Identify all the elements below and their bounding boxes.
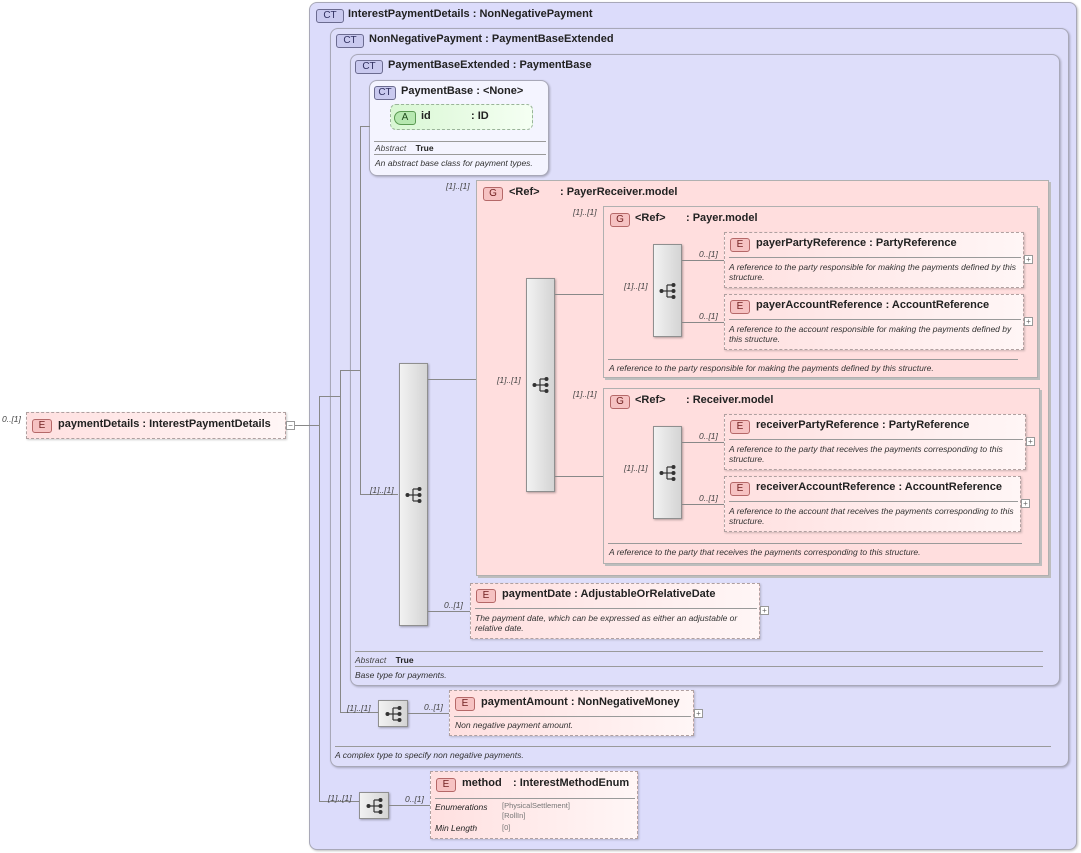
group-payer-doc: A reference to the party responsible for… xyxy=(609,363,934,373)
attribute-id-name: id xyxy=(421,110,431,122)
group-receiver-type: : Receiver.model xyxy=(686,394,774,406)
expand-button[interactable]: + xyxy=(760,606,769,615)
element-icon: E xyxy=(436,778,456,792)
complex-type-icon: CT xyxy=(374,86,396,100)
ct-interest-title: InterestPaymentDetails : NonNegativePaym… xyxy=(348,8,593,20)
element-payer-account-reference[interactable]: E payerAccountReference : AccountReferen… xyxy=(724,294,1024,350)
payment-date-title: paymentDate : AdjustableOrRelativeDate xyxy=(502,588,716,600)
sequence-icon xyxy=(405,487,422,503)
sequence-icon xyxy=(532,377,549,393)
payment-details-title: paymentDetails : InterestPaymentDetails xyxy=(58,418,271,430)
element-icon: E xyxy=(730,300,750,314)
group-icon: G xyxy=(610,395,630,409)
payment-date-doc: The payment date, which can be expressed… xyxy=(475,613,738,633)
sequence-icon xyxy=(366,798,383,814)
receiver-account-doc: A reference to the account that receives… xyxy=(729,506,1014,526)
root-card: 0..[1] xyxy=(2,414,21,424)
element-method[interactable]: E method : InterestMethodEnum Enumeratio… xyxy=(430,771,638,839)
expand-button[interactable]: + xyxy=(694,709,703,718)
sequence-payment-amount[interactable] xyxy=(378,700,408,727)
element-receiver-account-reference[interactable]: E receiverAccountReference : AccountRefe… xyxy=(724,476,1021,532)
sequence-receiver[interactable] xyxy=(653,426,682,519)
sequence-icon xyxy=(659,283,676,299)
payer-party-doc: A reference to the party responsible for… xyxy=(729,262,1016,282)
complex-type-icon: CT xyxy=(336,34,364,48)
sequence-main[interactable] xyxy=(399,363,428,626)
complex-type-icon: CT xyxy=(316,9,344,23)
receiver-account-title: receiverAccountReference : AccountRefere… xyxy=(756,481,1002,493)
sequence-icon xyxy=(385,706,402,722)
expand-button[interactable]: + xyxy=(1026,437,1035,446)
method-name: method xyxy=(462,777,502,789)
payment-amount-title: paymentAmount : NonNegativeMoney xyxy=(481,696,680,708)
payer-account-title: payerAccountReference : AccountReference xyxy=(756,299,990,311)
attribute-id-type: : ID xyxy=(471,110,489,122)
attribute-icon: A xyxy=(394,111,416,125)
element-icon: E xyxy=(730,482,750,496)
group-pr-type: : PayerReceiver.model xyxy=(560,186,678,198)
group-receiver-doc: A reference to the party that receives t… xyxy=(609,547,921,557)
ct-nonneg-title: NonNegativePayment : PaymentBaseExtended xyxy=(369,33,614,45)
ct-base-doc: An abstract base class for payment types… xyxy=(375,158,533,168)
element-payment-details[interactable]: E paymentDetails : InterestPaymentDetail… xyxy=(26,412,286,439)
sequence-payer[interactable] xyxy=(653,244,682,337)
payer-party-title: payerPartyReference : PartyReference xyxy=(756,237,957,249)
element-payment-amount[interactable]: E paymentAmount : NonNegativeMoney Non n… xyxy=(449,690,694,736)
element-icon: E xyxy=(455,697,475,711)
attribute-id[interactable]: A id : ID xyxy=(390,104,533,130)
element-icon: E xyxy=(730,420,750,434)
ct-nonneg-doc: A complex type to specify non negative p… xyxy=(335,750,524,760)
group-pr-ref: <Ref> xyxy=(509,186,540,198)
element-receiver-party-reference[interactable]: E receiverPartyReference : PartyReferenc… xyxy=(724,414,1026,470)
ct-base-title: PaymentBase : <None> xyxy=(401,85,524,97)
group-receiver-ref: <Ref> xyxy=(635,394,666,406)
element-payer-party-reference[interactable]: E payerPartyReference : PartyReference A… xyxy=(724,232,1024,288)
collapse-toggle[interactable]: − xyxy=(286,421,295,430)
expand-button[interactable]: + xyxy=(1024,317,1033,326)
group-icon: G xyxy=(483,187,503,201)
expand-button[interactable]: + xyxy=(1021,499,1030,508)
ct-ext-doc: Base type for payments. xyxy=(355,670,447,680)
payment-amount-doc: Non negative payment amount. xyxy=(455,720,574,730)
receiver-party-doc: A reference to the party that receives t… xyxy=(729,444,1003,464)
sequence-method[interactable] xyxy=(359,792,389,819)
element-payment-date[interactable]: E paymentDate : AdjustableOrRelativeDate… xyxy=(470,583,760,639)
ct-ext-title: PaymentBaseExtended : PaymentBase xyxy=(388,59,592,71)
receiver-party-title: receiverPartyReference : PartyReference xyxy=(756,419,970,431)
expand-button[interactable]: + xyxy=(1024,255,1033,264)
sequence-icon xyxy=(659,465,676,481)
payer-account-doc: A reference to the account responsible f… xyxy=(729,324,1012,344)
group-payer-type: : Payer.model xyxy=(686,212,758,224)
element-icon: E xyxy=(730,238,750,252)
sequence-payer-receiver[interactable] xyxy=(526,278,555,492)
complex-type-icon: CT xyxy=(355,60,383,74)
element-icon: E xyxy=(32,419,52,433)
group-icon: G xyxy=(610,213,630,227)
group-payer-ref: <Ref> xyxy=(635,212,666,224)
method-type: : InterestMethodEnum xyxy=(513,777,630,789)
element-icon: E xyxy=(476,589,496,603)
